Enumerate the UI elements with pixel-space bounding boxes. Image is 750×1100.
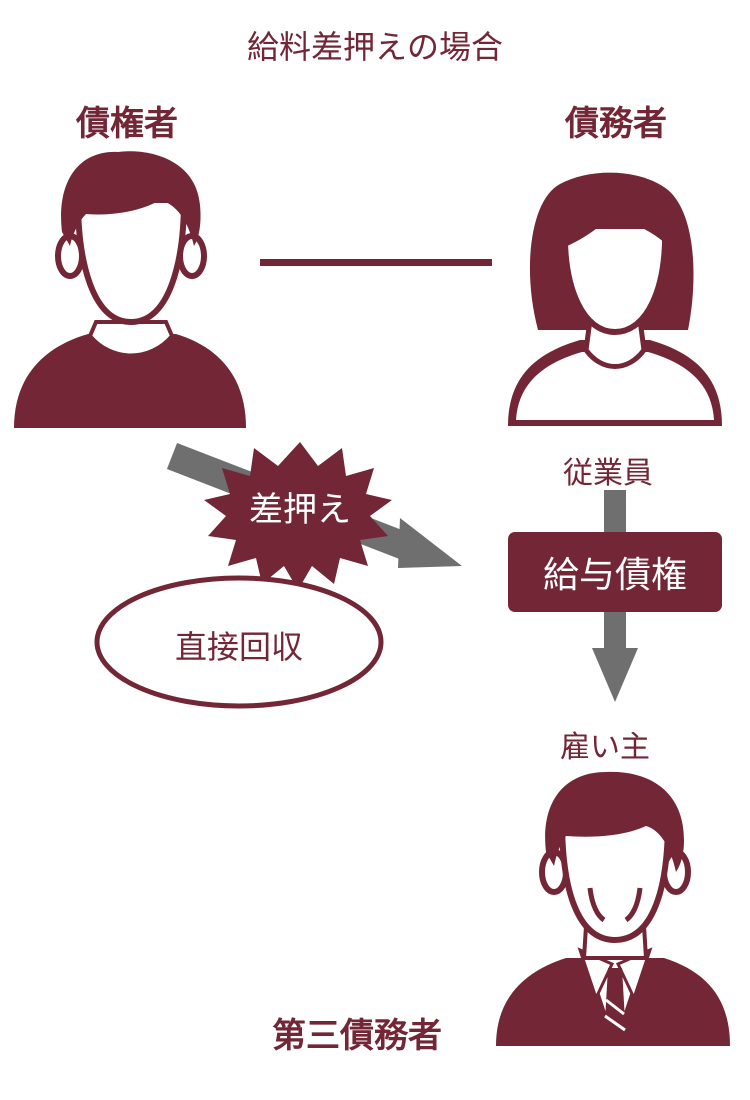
diagram-title: 給料差押えの場合 — [246, 28, 503, 66]
debtor-label: 債務者 — [565, 104, 667, 144]
third-party-role: 雇い主 — [560, 730, 650, 765]
debtor-role: 従業員 — [563, 456, 653, 491]
third-party-label: 第三債務者 — [272, 1016, 442, 1056]
direct-collection-label: 直接回収 — [174, 628, 303, 666]
creditor-label: 債権者 — [76, 104, 178, 144]
wage-claim-badge: 給与債権 — [508, 532, 722, 612]
seizure-label: 差押え — [249, 490, 351, 530]
wage-claim-label: 給与債権 — [542, 555, 687, 596]
